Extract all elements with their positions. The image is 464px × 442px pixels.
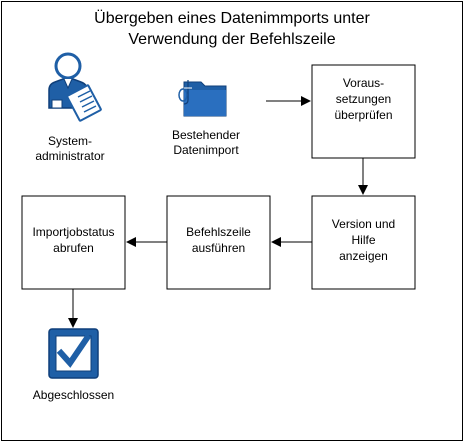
title-line2: Verwendung der Befehlszeile [128, 31, 336, 48]
step-1-line3: überprüfen [334, 108, 393, 122]
checkbox-icon [48, 328, 99, 379]
step-2-line3: anzeigen [339, 249, 388, 263]
step-4: Importjobstatus abrufen [22, 196, 125, 289]
admin-label: System- administrator [22, 134, 118, 164]
folder-icon [178, 80, 227, 117]
step-box-2 [311, 195, 416, 290]
admin-label-line2: administrator [35, 149, 105, 163]
step-box-4 [21, 195, 126, 290]
import-label: Bestehender Datenimport [156, 128, 256, 158]
step-2: Version und Hilfe anzeigen [312, 196, 415, 289]
user-clipboard-icon [48, 52, 102, 122]
import-label-line1: Bestehender [171, 128, 241, 142]
step-1-line2: setzungen [335, 92, 392, 106]
step-1: Voraus- setzungen überprüfen [312, 65, 415, 158]
title-line1: Übergeben eines Datenimmports unter [94, 10, 370, 27]
import-label-line2: Datenimport [173, 143, 239, 157]
step-4-line1: Importjobstatus [32, 225, 115, 239]
admin-label-line1: System- [47, 134, 92, 148]
step-2-line1: Version und [331, 217, 396, 231]
step-3-line1: Befehlszeile [186, 225, 251, 239]
step-1-line1: Voraus- [342, 76, 385, 90]
step-2-line2: Hilfe [351, 233, 376, 247]
step-4-line2: abrufen [53, 241, 94, 255]
step-box-3 [166, 195, 271, 290]
diagram-title: Übergeben eines Datenimmports unter Verw… [40, 8, 424, 50]
step-3-line2: ausführen [191, 241, 246, 255]
done-label: Abgeschlossen [32, 388, 115, 402]
step-3: Befehlszeile ausführen [167, 196, 270, 289]
